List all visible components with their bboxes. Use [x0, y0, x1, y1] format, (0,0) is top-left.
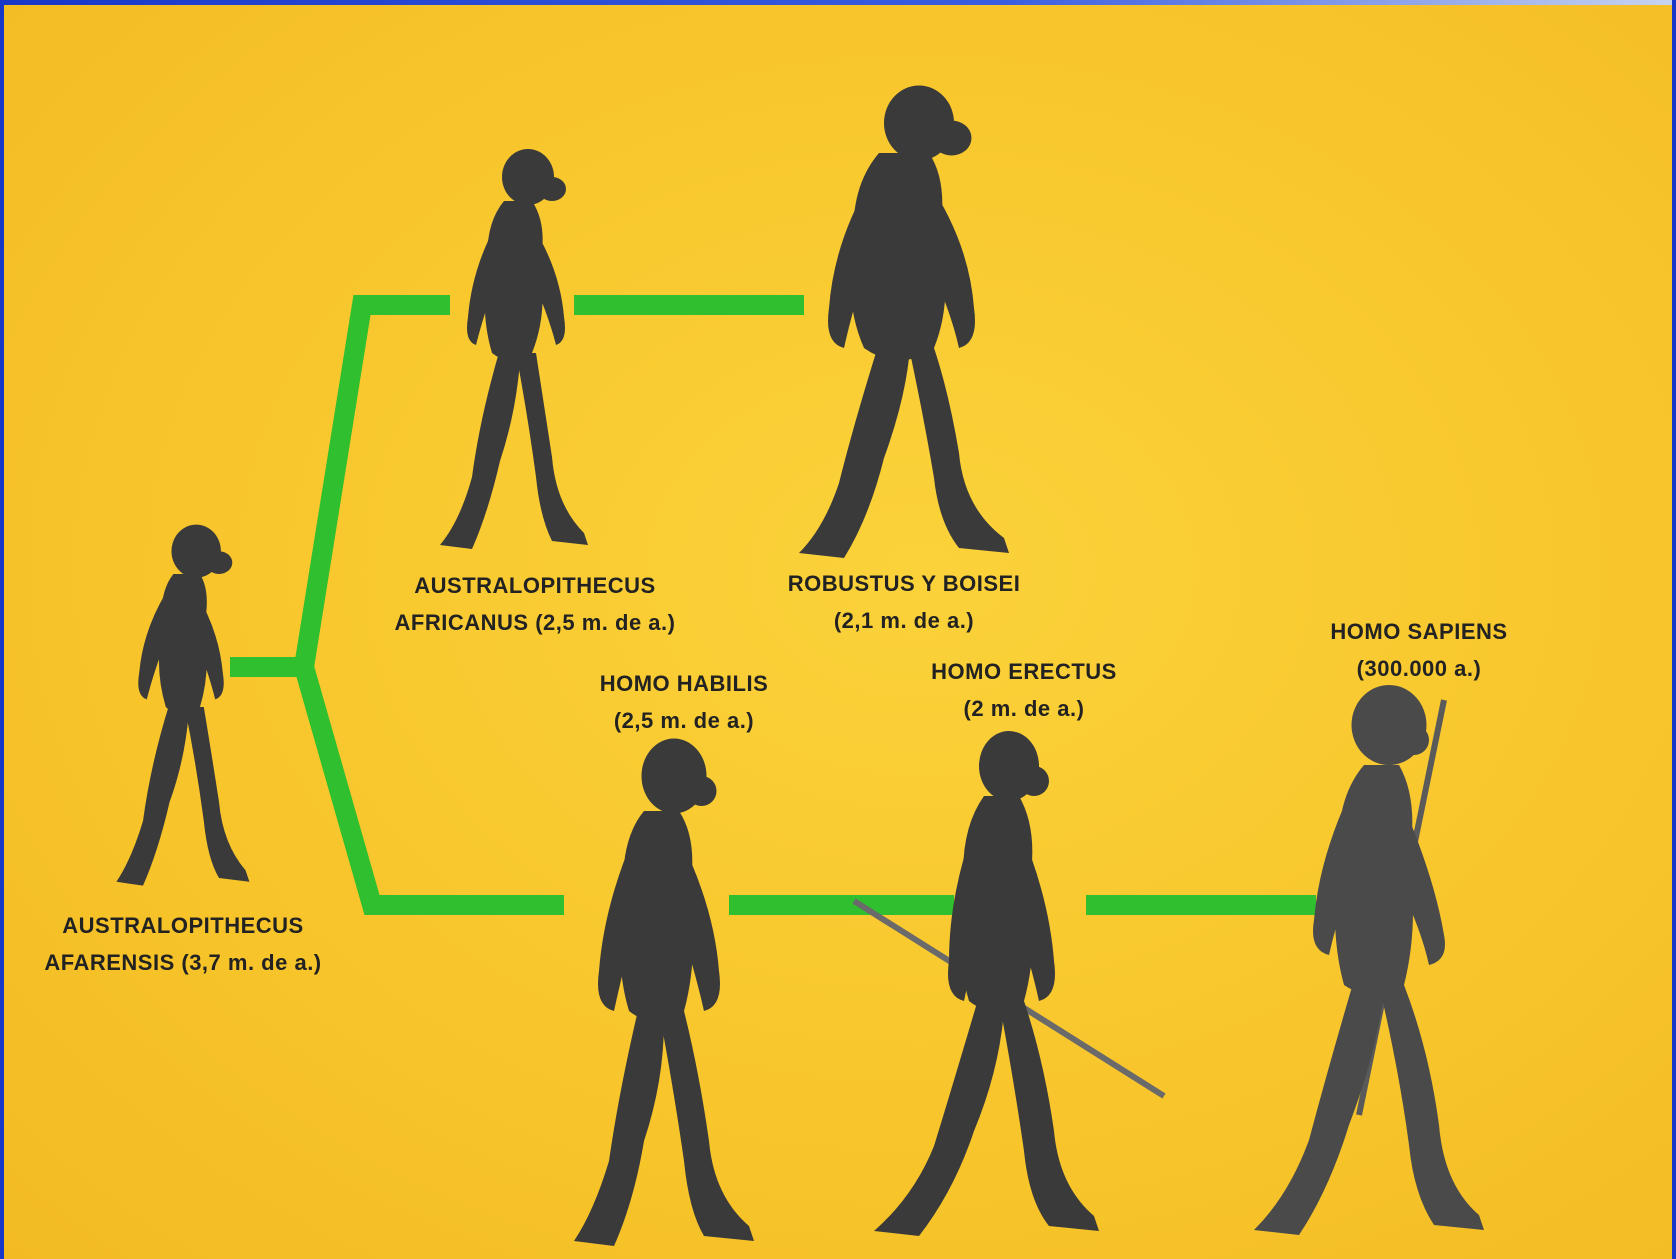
- label-sapiens-line1: HOMO SAPIENS: [1294, 613, 1544, 650]
- label-africanus: AUSTRALOPITHECUS AFRICANUS (2,5 m. de a.…: [350, 567, 720, 641]
- label-sapiens: HOMO SAPIENS (300.000 a.): [1294, 613, 1544, 687]
- label-afarensis-line2: AFARENSIS (3,7 m. de a.): [8, 944, 358, 981]
- label-africanus-line2: AFRICANUS (2,5 m. de a.): [350, 604, 720, 641]
- label-robustus: ROBUSTUS Y BOISEI (2,1 m. de a.): [744, 565, 1064, 639]
- robustus-figure: [774, 83, 1024, 563]
- label-africanus-line1: AUSTRALOPITHECUS: [350, 567, 720, 604]
- africanus-figure: [412, 145, 612, 565]
- label-sapiens-line2: (300.000 a.): [1294, 650, 1544, 687]
- label-robustus-line1: ROBUSTUS Y BOISEI: [744, 565, 1064, 602]
- label-erectus-line2: (2 m. de a.): [904, 690, 1144, 727]
- label-erectus-line1: HOMO ERECTUS: [904, 653, 1144, 690]
- slide-frame-right: [1672, 0, 1676, 1259]
- label-erectus: HOMO ERECTUS (2 m. de a.): [904, 653, 1144, 727]
- erectus-figure: [844, 721, 1174, 1251]
- label-afarensis: AUSTRALOPITHECUS AFARENSIS (3,7 m. de a.…: [8, 907, 358, 981]
- label-robustus-line2: (2,1 m. de a.): [744, 602, 1064, 639]
- sapiens-figure: [1244, 675, 1534, 1255]
- afarensis-figure: [86, 517, 276, 897]
- diagram-panel: AUSTRALOPITHECUS AFARENSIS (3,7 m. de a.…: [4, 5, 1672, 1259]
- label-habilis-line2: (2,5 m. de a.): [564, 702, 804, 739]
- branch-lower-fork: [304, 667, 564, 905]
- habilis-figure: [564, 731, 764, 1251]
- label-habilis-line1: HOMO HABILIS: [564, 665, 804, 702]
- label-afarensis-line1: AUSTRALOPITHECUS: [8, 907, 358, 944]
- label-habilis: HOMO HABILIS (2,5 m. de a.): [564, 665, 804, 739]
